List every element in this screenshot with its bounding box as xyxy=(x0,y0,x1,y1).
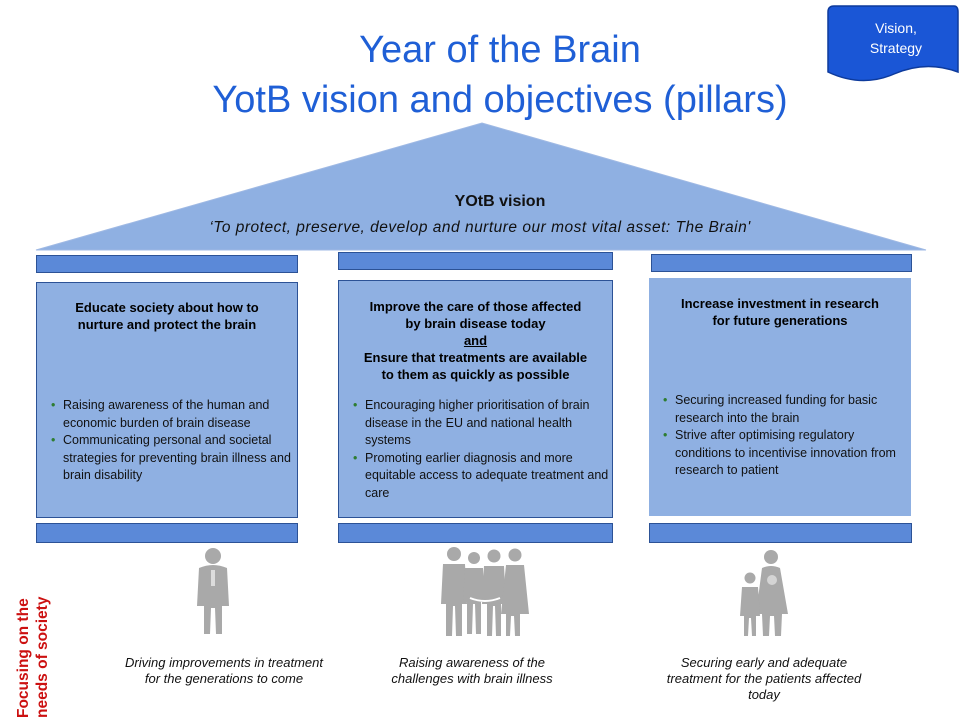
pillar-research: Increase investment in research for futu… xyxy=(649,278,911,516)
pillar-bullets: Securing increased funding for basic res… xyxy=(661,392,907,480)
pillar-heading-line: Ensure that treatments are available xyxy=(363,350,588,365)
pillar-heading-line: nurture and protect the brain xyxy=(77,317,257,332)
pillar-heading-line: for future generations xyxy=(712,313,848,328)
pillar-heading-line: Increase investment in research xyxy=(681,296,879,311)
caption-right: Securing early and adequate treatment fo… xyxy=(640,655,888,703)
pillar-improve-care: Improve the care of those affected by br… xyxy=(338,280,613,518)
bullet-item: Communicating personal and societal stra… xyxy=(49,432,291,485)
pillar-cap-right xyxy=(651,254,912,272)
pillar-cap-middle xyxy=(338,252,613,270)
caption-left: Driving improvements in treatment for th… xyxy=(96,655,352,687)
vision-title: YOtB vision xyxy=(454,193,546,210)
page-subtitle: YotB vision and objectives (pillars) xyxy=(212,79,788,121)
pillar-base-left xyxy=(36,523,298,543)
pillar-heading: Increase investment in research for futu… xyxy=(649,295,911,329)
single-person-icon xyxy=(197,548,229,634)
pillar-bullets: Encouraging higher prioritisation of bra… xyxy=(351,397,611,502)
side-label: Focusing on the needs of society xyxy=(14,558,52,718)
vision-strategy-tag-shape xyxy=(827,5,959,82)
vision-quote: ‘To protect, preserve, develop and nurtu… xyxy=(209,219,751,236)
bullet-item: Securing increased funding for basic res… xyxy=(661,392,907,427)
caption-line: today xyxy=(748,687,780,702)
bullet-item: Raising awareness of the human and econo… xyxy=(49,397,291,432)
pillar-educate: Educate society about how to nurture and… xyxy=(36,282,298,518)
pillar-base-right xyxy=(649,523,912,543)
tag-line2: Strategy xyxy=(869,40,923,56)
mother-child-icon xyxy=(740,550,788,636)
side-label-line: needs of society xyxy=(34,596,51,718)
vision-roof xyxy=(35,122,927,251)
bullet-item: Promoting earlier diagnosis and more equ… xyxy=(351,450,611,503)
pillar-heading-and: and xyxy=(463,333,488,348)
pillar-heading-line: by brain disease today xyxy=(405,316,546,331)
caption-middle: Raising awareness of the challenges with… xyxy=(356,655,588,687)
pillar-heading: Improve the care of those affected by br… xyxy=(339,298,612,383)
bullet-item: Strive after optimising regulatory condi… xyxy=(661,427,907,480)
pillar-heading: Educate society about how to nurture and… xyxy=(37,299,297,333)
pillar-heading-line: to them as quickly as possible xyxy=(381,367,570,382)
caption-line: Raising awareness of the xyxy=(399,655,545,670)
bullet-item: Encouraging higher prioritisation of bra… xyxy=(351,397,611,450)
pillar-bullets: Raising awareness of the human and econo… xyxy=(49,397,291,485)
tag-line1: Vision, xyxy=(875,20,917,36)
caption-line: challenges with brain illness xyxy=(391,671,553,686)
caption-line: for the generations to come xyxy=(144,671,304,686)
pillar-cap-left xyxy=(36,255,298,273)
pillar-heading-line: Improve the care of those affected xyxy=(369,299,582,314)
family-group-icon xyxy=(441,547,529,636)
vision-strategy-tag[interactable]: Vision, Strategy xyxy=(832,18,960,58)
page-title: Year of the Brain xyxy=(359,29,641,71)
caption-line: Driving improvements in treatment xyxy=(125,655,323,670)
caption-line: treatment for the patients affected xyxy=(666,671,862,686)
side-label-line: Focusing on the xyxy=(15,598,32,718)
caption-line: Securing early and adequate xyxy=(680,655,848,670)
pillar-base-middle xyxy=(338,523,613,543)
pillar-heading-line: Educate society about how to xyxy=(75,300,259,315)
